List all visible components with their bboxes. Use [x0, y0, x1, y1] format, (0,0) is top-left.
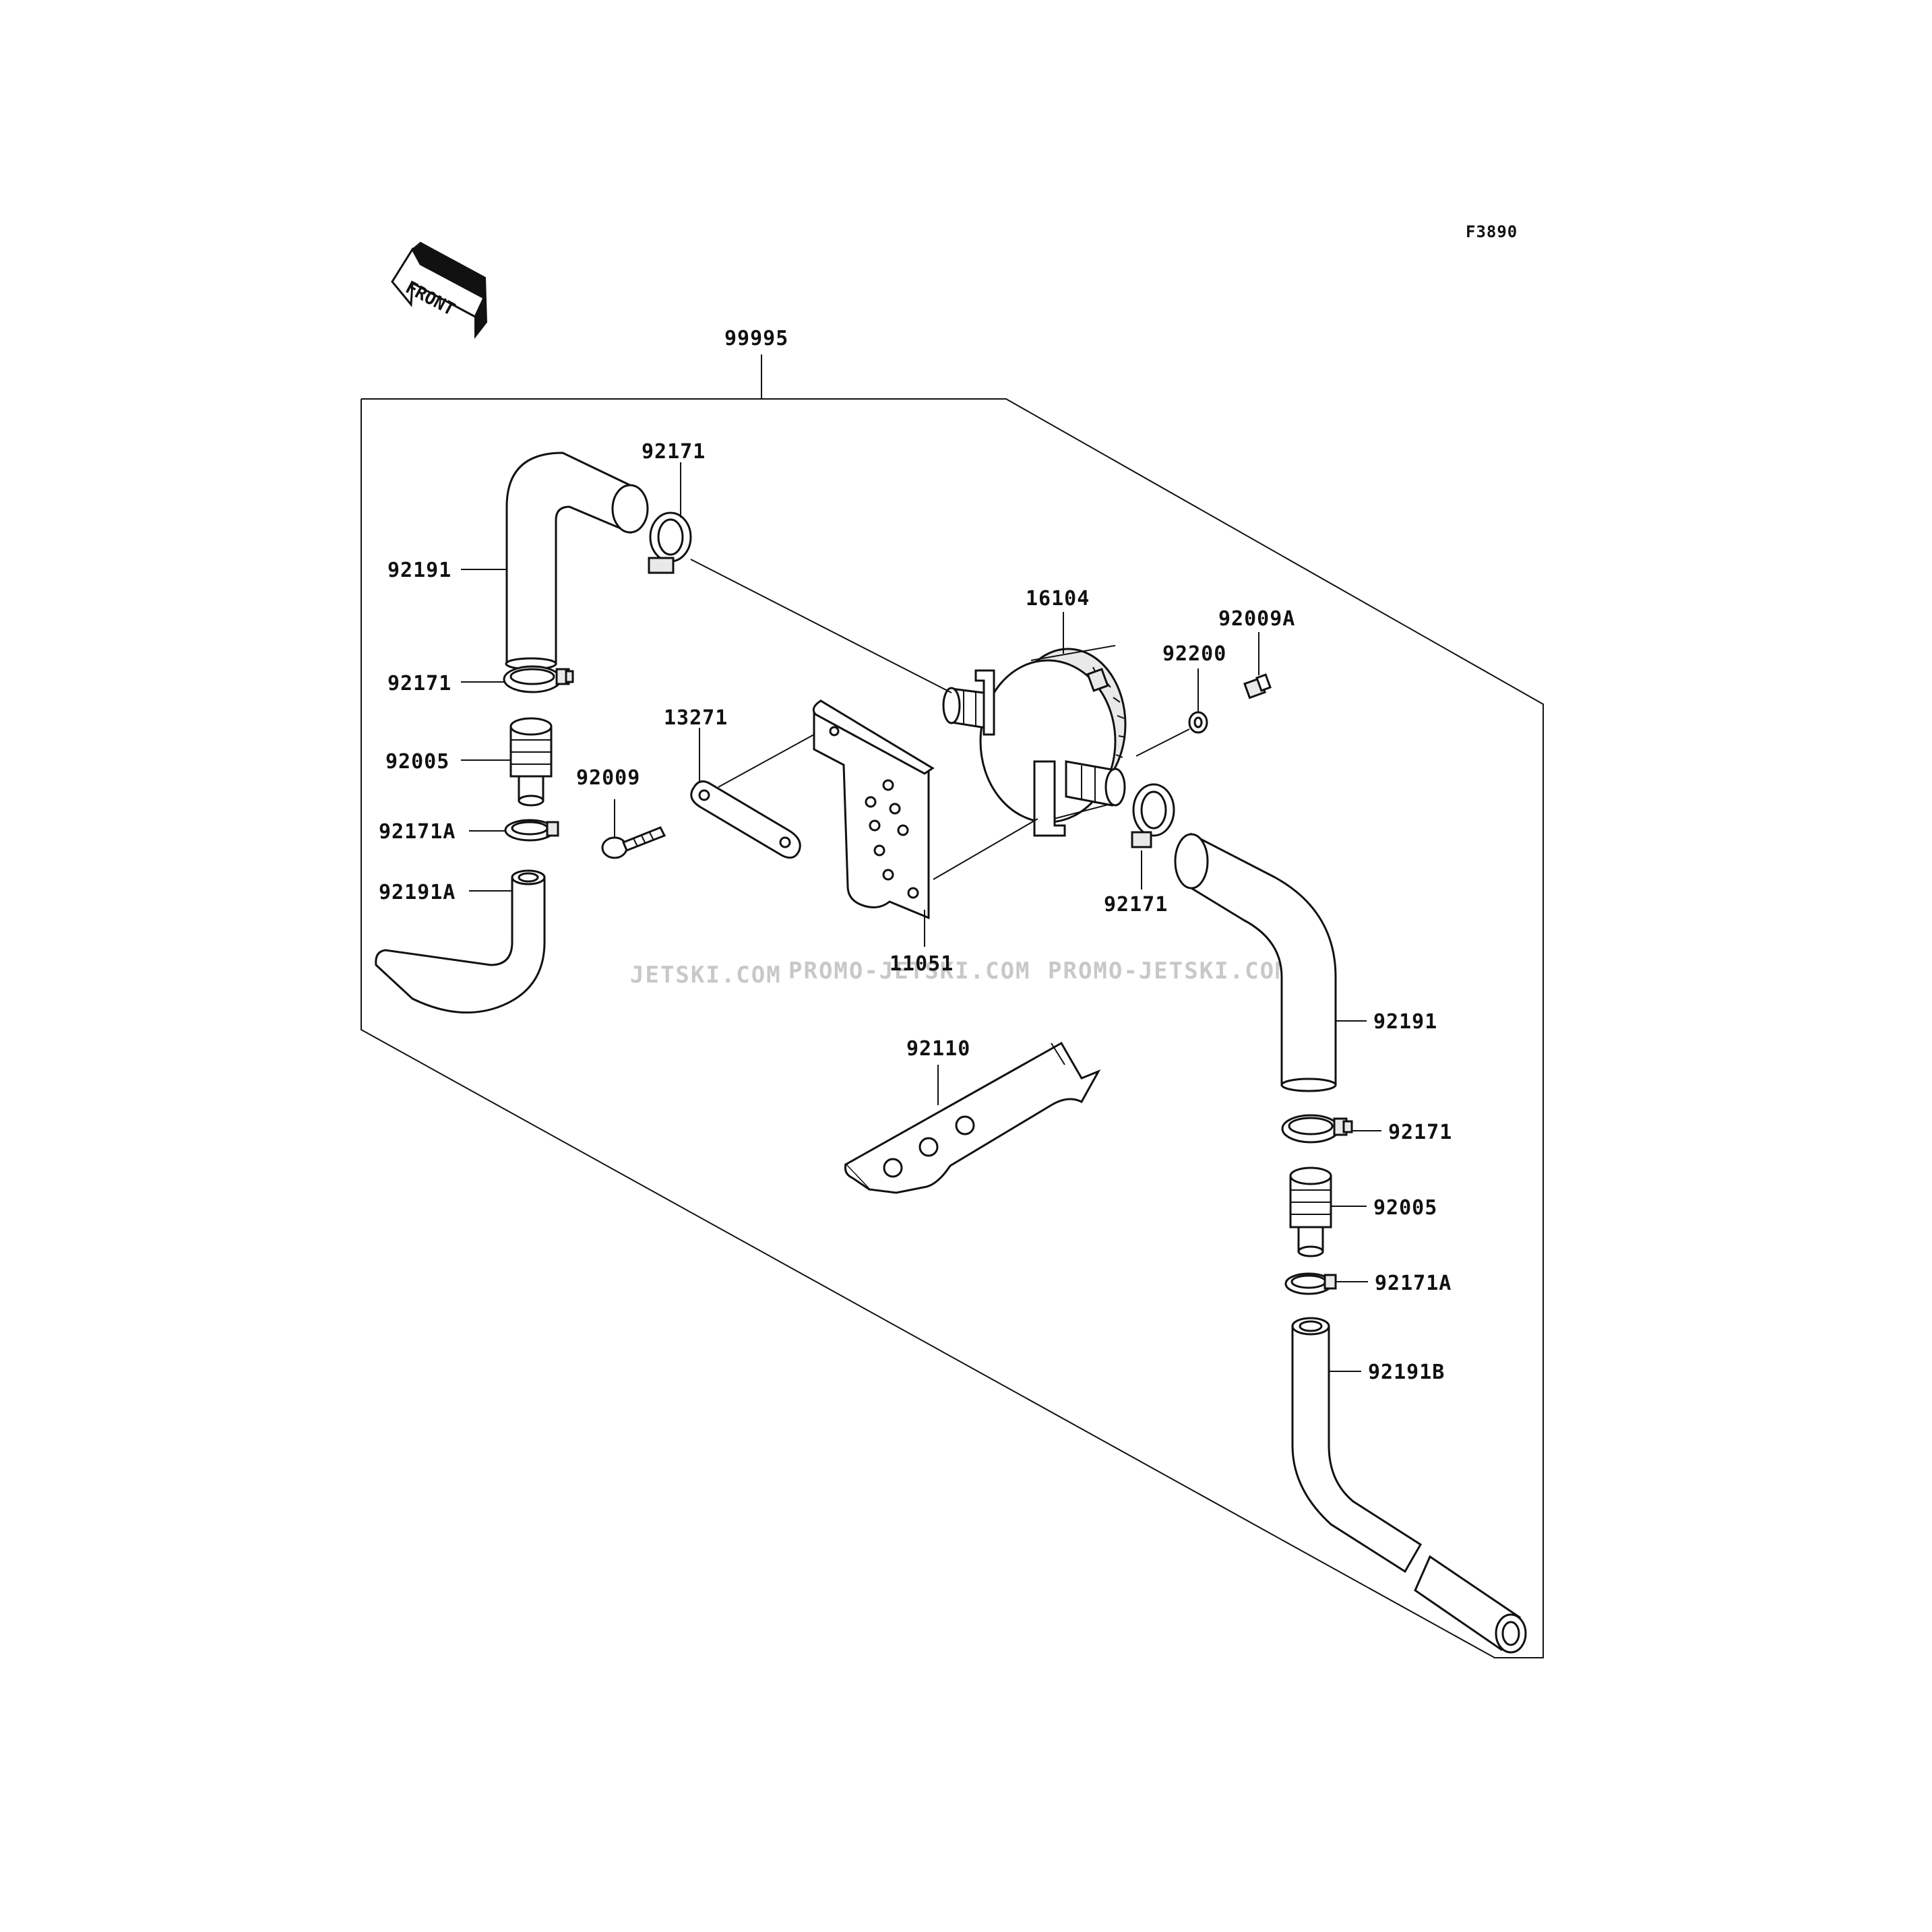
clamp-right-small [1284, 1272, 1337, 1295]
callout-fitting-right: 92005 [1373, 1196, 1437, 1220]
callout-bolt: 92009 [576, 766, 640, 790]
hose-top-left [505, 451, 649, 671]
callout-clamp-right-small: 92171A [1375, 1272, 1452, 1295]
hose-right-upper [1174, 832, 1337, 1092]
figure-id: F3890 [1466, 222, 1518, 241]
callout-holder: 92110 [906, 1037, 970, 1061]
watermark-3: PROMO-JETSKI.COM [1048, 958, 1290, 985]
fitting-right [1289, 1166, 1332, 1257]
callout-hose-top-left: 92191 [387, 559, 451, 582]
callout-hose-left-lower: 92191A [379, 881, 456, 904]
hose-left-lower [375, 869, 546, 1014]
callout-washer: 92200 [1162, 642, 1226, 666]
front-arrow-icon: FRONT [391, 241, 488, 339]
callout-clamp-left-1: 92171 [387, 672, 451, 695]
callout-bracket: 11051 [890, 952, 954, 976]
plate [690, 780, 801, 859]
leader-lines [461, 462, 1381, 1372]
callout-clamp-right-1: 92171 [1388, 1121, 1452, 1144]
clamp-right-1 [1281, 1114, 1353, 1144]
plug-bolt [1243, 673, 1272, 699]
watermark-2: PROMO-JETSKI.COM [788, 958, 1031, 985]
callout-hose-right-lower: 92191B [1368, 1361, 1445, 1384]
callout-clamp-top: 92171 [642, 440, 706, 464]
holder [844, 1041, 1101, 1194]
kit-outline [361, 354, 1544, 1658]
clamp-left-1 [503, 665, 574, 693]
hose-right-lower [1291, 1317, 1527, 1654]
bracket [812, 699, 935, 920]
watermark-1: JETSKI.COM [630, 962, 782, 989]
callout-plug-bolt: 92009A [1218, 607, 1295, 631]
callout-fitting-left: 92005 [385, 750, 449, 774]
callout-clamp-left-small: 92171A [379, 820, 456, 844]
clamp-top [648, 511, 692, 574]
callout-hose-right-upper: 92191 [1373, 1010, 1437, 1034]
callout-strainer: 16104 [1026, 587, 1090, 611]
callout-clamp-mid-right: 92171 [1104, 893, 1168, 916]
strainer [942, 645, 1127, 837]
callout-plate: 13271 [664, 706, 728, 730]
clamp-left-small [504, 819, 559, 842]
bolt [601, 826, 666, 859]
clamp-mid-right [1131, 783, 1175, 848]
callout-kit: 99995 [724, 327, 788, 350]
washer [1188, 711, 1208, 734]
fitting-left [509, 717, 553, 807]
